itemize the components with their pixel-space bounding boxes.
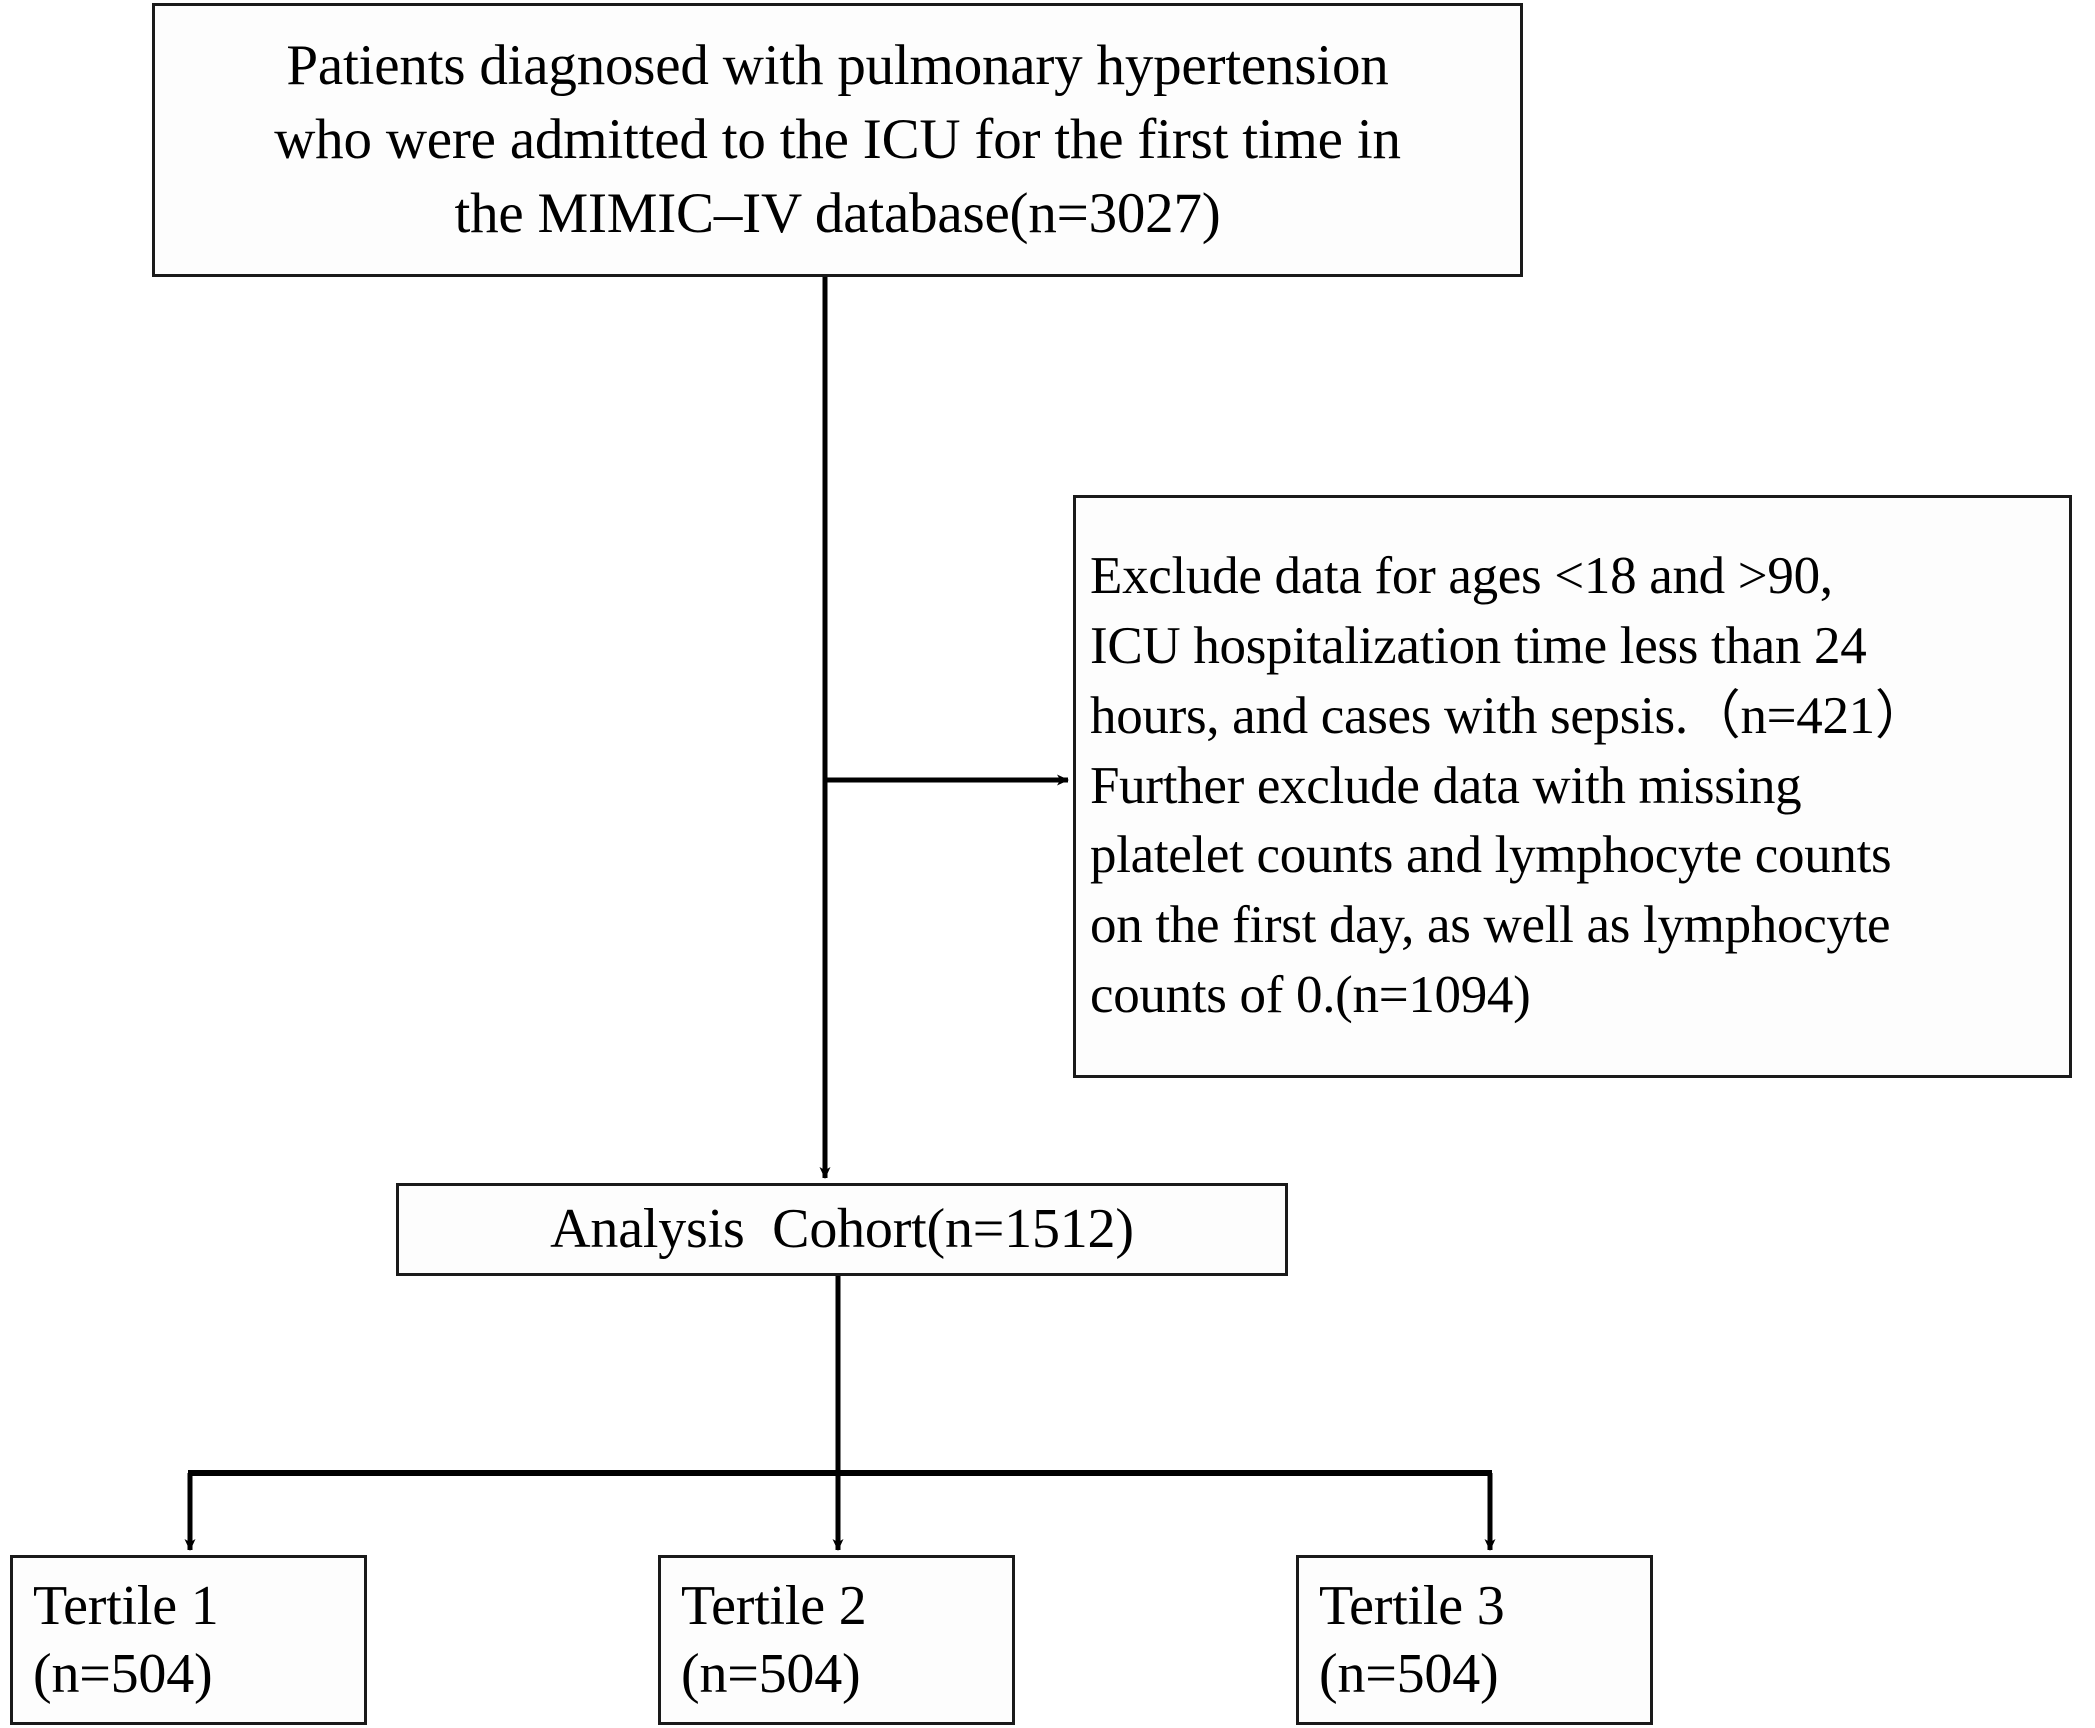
tertile-1-count: (n=504) xyxy=(33,1643,213,1705)
node-tertile-3: Tertile 3 (n=504) xyxy=(1296,1555,1653,1725)
tertile-2-label: Tertile 2 xyxy=(681,1574,867,1637)
node-tertile-2: Tertile 2 (n=504) xyxy=(658,1555,1015,1725)
exclusion-line-1: Exclude data for ages <18 and >90, xyxy=(1090,546,1833,605)
node-exclusion-criteria: Exclude data for ages <18 and >90, ICU h… xyxy=(1073,495,2072,1078)
tertile-3-count: (n=504) xyxy=(1319,1643,1499,1705)
tertile-2-count: (n=504) xyxy=(681,1643,861,1705)
tertile-3-label: Tertile 3 xyxy=(1319,1574,1505,1637)
analysis-cohort-label: Analysis Cohort(n=1512) xyxy=(550,1198,1134,1261)
exclusion-line-3: hours, and cases with sepsis.（n=421） xyxy=(1090,686,1928,745)
source-cohort-line-3: the MIMIC–IV database(n=3027) xyxy=(454,182,1221,246)
node-tertile-1: Tertile 1 (n=504) xyxy=(10,1555,367,1725)
exclusion-line-6: on the first day, as well as lymphocyte xyxy=(1090,896,1891,955)
tertile-1-label: Tertile 1 xyxy=(33,1574,219,1637)
source-cohort-line-1: Patients diagnosed with pulmonary hypert… xyxy=(286,33,1389,97)
exclusion-line-4: Further exclude data with missing xyxy=(1090,756,1802,815)
node-source-cohort: Patients diagnosed with pulmonary hypert… xyxy=(152,3,1523,277)
node-analysis-cohort: Analysis Cohort(n=1512) xyxy=(396,1183,1288,1276)
exclusion-line-5: platelet counts and lymphocyte counts xyxy=(1090,826,1892,885)
exclusion-line-2: ICU hospitalization time less than 24 xyxy=(1090,616,1867,675)
source-cohort-line-2: who were admitted to the ICU for the fir… xyxy=(274,107,1401,171)
exclusion-line-7: counts of 0.(n=1094) xyxy=(1090,966,1531,1025)
